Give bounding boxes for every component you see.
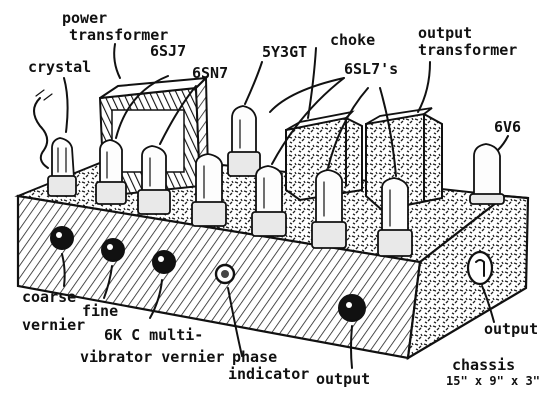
knob-fine-vernier[interactable] bbox=[101, 238, 125, 262]
crystal-lead bbox=[33, 97, 49, 169]
label-6sl7s: 6SL7's bbox=[344, 60, 398, 78]
tube-6sn7 bbox=[137, 145, 171, 215]
tube-6v6 bbox=[469, 143, 505, 205]
label-coarse-vernier-2: vernier bbox=[22, 316, 85, 334]
label-choke: choke bbox=[330, 31, 375, 49]
tube-6sl7-1 bbox=[191, 153, 227, 227]
label-multivibrator-vernier-2: vibrator vernier bbox=[80, 348, 225, 366]
label-power-transformer-2: transformer bbox=[69, 26, 168, 44]
label-output-side: output bbox=[484, 320, 538, 338]
output-jack-side[interactable] bbox=[466, 250, 494, 286]
phase-indicator-lamp bbox=[214, 263, 236, 285]
knob-coarse-vernier[interactable] bbox=[50, 226, 74, 250]
label-fine: fine bbox=[82, 302, 118, 320]
label-crystal: crystal bbox=[28, 58, 91, 76]
leader-lines bbox=[61, 43, 509, 369]
label-output-transformer-2: transformer bbox=[418, 41, 517, 59]
knob-multivibrator-vernier[interactable] bbox=[152, 250, 176, 274]
label-chassis: chassis bbox=[452, 356, 515, 374]
choke-drawing bbox=[285, 110, 363, 202]
label-chassis-dimensions: 15" x 9" x 3" bbox=[446, 374, 540, 388]
label-output-transformer-1: output bbox=[418, 24, 472, 42]
label-phase-indicator-2: indicator bbox=[228, 365, 309, 383]
tube-6sl7-4 bbox=[377, 177, 413, 257]
chassis-side bbox=[406, 194, 530, 361]
tube-6sj7 bbox=[95, 139, 127, 205]
tube-6sl7-3 bbox=[311, 169, 347, 249]
output-jack-front[interactable] bbox=[338, 294, 366, 322]
tube-crystal bbox=[47, 137, 77, 197]
tube-5y3gt bbox=[227, 105, 261, 177]
label-output-front: output bbox=[316, 370, 370, 388]
label-multivibrator-vernier-1: 6K C multi- bbox=[104, 326, 203, 344]
tube-6sl7-2 bbox=[251, 165, 287, 237]
label-6sj7: 6SJ7 bbox=[150, 42, 186, 60]
label-coarse-vernier-1: coarse bbox=[22, 288, 76, 306]
label-5y3gt: 5Y3GT bbox=[262, 43, 307, 61]
label-power-transformer-1: power bbox=[62, 9, 107, 27]
label-6v6: 6V6 bbox=[494, 118, 521, 136]
label-6sn7: 6SN7 bbox=[192, 64, 228, 82]
label-phase-indicator-1: phase bbox=[232, 348, 277, 366]
